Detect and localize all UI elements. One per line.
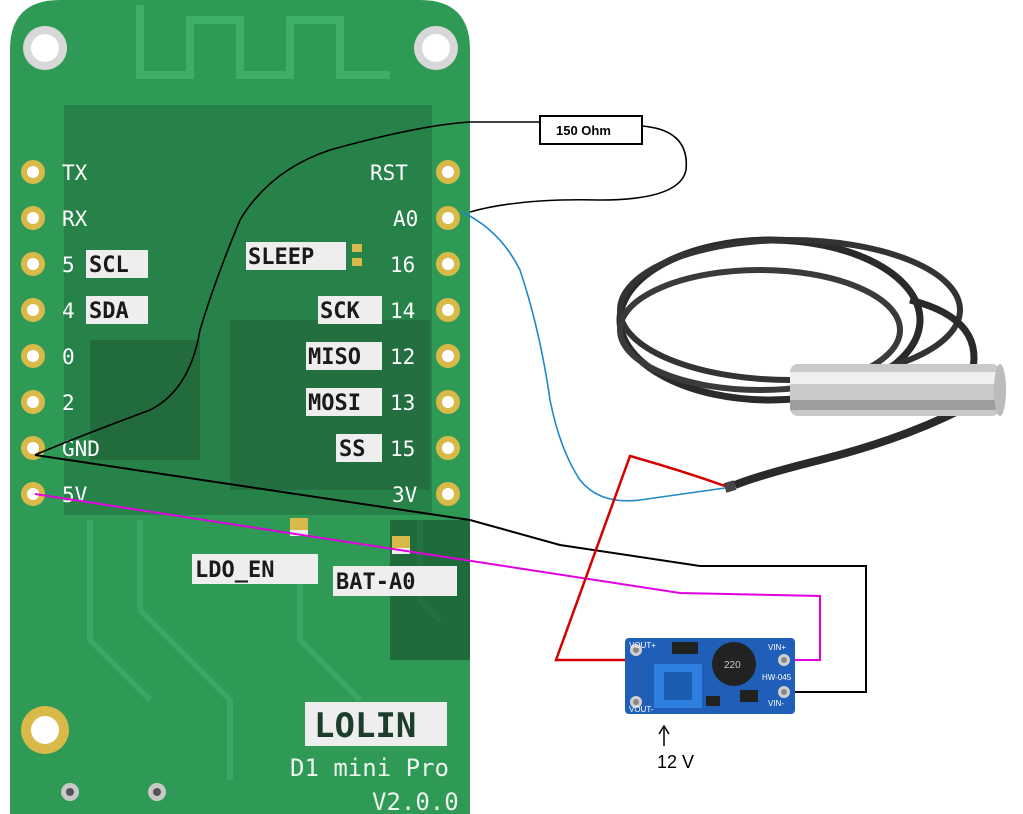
pin-label-tx: TX [62, 161, 88, 185]
converter-label-vout-plus: VOUT+ [629, 641, 656, 650]
pin-label-0: 0 [62, 345, 75, 369]
brand-plate [305, 702, 447, 746]
jumper-label-bat-a0: BAT-A0 [336, 570, 415, 595]
pin-label-16: 16 [390, 253, 415, 277]
brand-text: LOLIN [314, 706, 416, 746]
inductor [712, 642, 756, 686]
pin-label-rst: RST [370, 161, 408, 185]
pin-label-2: 2 [62, 391, 75, 415]
pin-label-14: 14 [390, 299, 415, 323]
pin-label-5v: 5V [62, 483, 88, 507]
converter-label-vin-minus: VIN- [768, 699, 784, 708]
jumper-label-ldo-en: LDO_EN [195, 558, 274, 583]
positive-wire [554, 454, 726, 662]
antenna-trace [136, 5, 390, 79]
silk-label-scl: SCL [89, 253, 129, 278]
pin-label-gnd: GND [62, 437, 100, 461]
signal-wire [461, 211, 726, 502]
silk-label-ss: SS [339, 437, 366, 462]
silk-label-miso: MISO [308, 345, 361, 370]
model-text: D1 mini Pro [290, 754, 449, 782]
pin-label-3v: 3V [392, 483, 418, 507]
ground-wire [34, 454, 867, 693]
supply-label: 12 V [657, 752, 694, 772]
silk-label-sleep: SLEEP [248, 245, 314, 270]
boost-converter: VOUT+ VOUT- VIN+ VIN- 220 HW-045 [625, 638, 795, 714]
converter-label-vin-plus: VIN+ [768, 643, 786, 652]
resistor-label: 150 Ohm [556, 123, 611, 138]
silk-label-mosi: MOSI [308, 391, 361, 416]
pressure-sensor [616, 236, 1006, 493]
pin-label-rx: RX [62, 207, 88, 231]
power-5v-wire [34, 493, 821, 661]
converter-model-label: HW-045 [762, 673, 792, 682]
inductor-label: 220 [724, 660, 741, 671]
converter-label-vout-minus: VOUT- [629, 705, 654, 714]
resistor [539, 115, 643, 145]
pin-label-5: 5 [62, 253, 75, 277]
version-text: V2.0.0 [372, 788, 459, 814]
silk-label-sda: SDA [89, 299, 129, 324]
pin-label-12: 12 [390, 345, 415, 369]
right-pin-pads [436, 160, 460, 506]
pin-label-a0: A0 [393, 207, 418, 231]
silk-label-sck: SCK [320, 299, 360, 324]
pin-label-15: 15 [390, 437, 415, 461]
left-pin-pads [21, 160, 45, 506]
pin-label-4: 4 [62, 299, 75, 323]
pin-label-13: 13 [390, 391, 415, 415]
d1-mini-pro-board: TX RX 5 4 0 2 GND 5V SCL SDA RST A0 16 1… [10, 0, 470, 814]
sensor-cable-lead [733, 406, 962, 489]
resistor-wire [34, 121, 688, 456]
